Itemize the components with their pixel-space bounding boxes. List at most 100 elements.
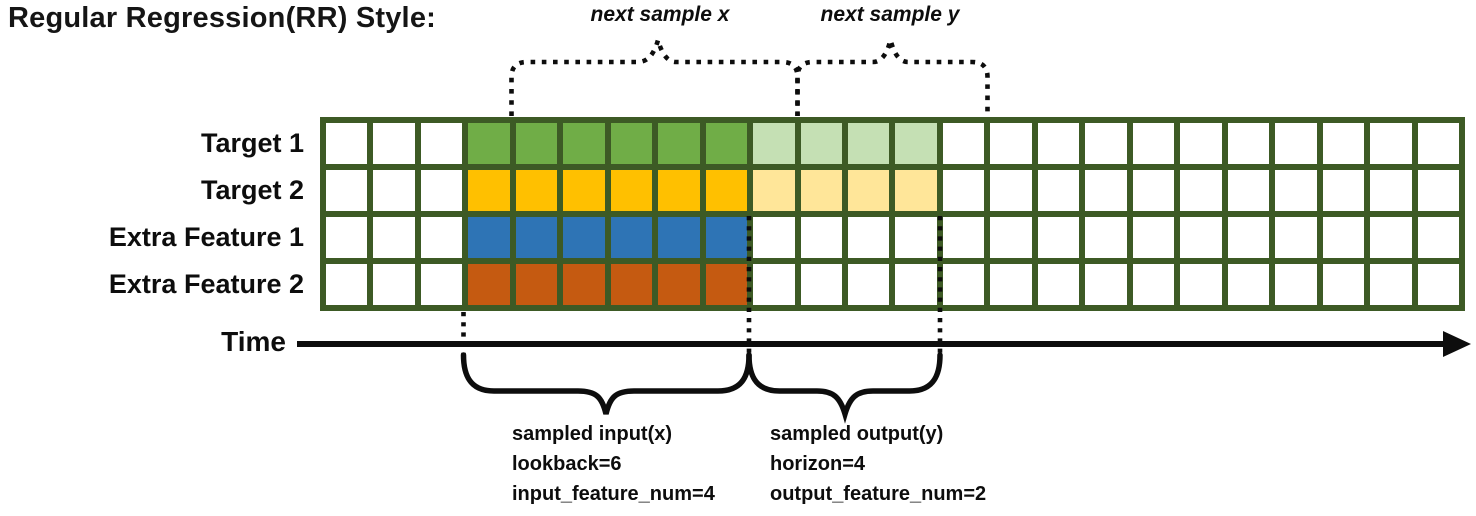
grid-cell xyxy=(515,123,558,164)
grid-cell xyxy=(848,123,890,164)
grid-cell xyxy=(468,123,510,164)
grid-cell xyxy=(468,264,510,305)
grid-cell xyxy=(326,170,368,211)
grid-cell xyxy=(990,217,1032,258)
grid-cell xyxy=(895,217,937,258)
grid-cell xyxy=(1180,217,1222,258)
horizon-value: horizon=4 xyxy=(770,453,866,475)
grid-cell xyxy=(800,170,843,211)
time-axis-label: Time xyxy=(221,326,286,357)
grid-cell xyxy=(1322,264,1365,305)
grid-cell xyxy=(705,217,748,258)
grid-cell xyxy=(326,123,368,164)
row-label-extra-feature-2: Extra Feature 2 xyxy=(108,269,304,299)
grid-cell xyxy=(753,264,795,305)
time-arrow xyxy=(297,331,1471,357)
grid-cell xyxy=(610,264,653,305)
grid-cell xyxy=(563,170,605,211)
grid-cell xyxy=(705,264,748,305)
grid-cell xyxy=(848,217,890,258)
grid-cell xyxy=(1037,264,1080,305)
grid-cell xyxy=(1085,123,1127,164)
grid-cell xyxy=(848,170,890,211)
grid-cell xyxy=(610,123,653,164)
grid-cell xyxy=(610,170,653,211)
grid-cell xyxy=(895,264,937,305)
sample-grid xyxy=(320,117,1465,311)
grid-cell xyxy=(1132,170,1175,211)
grid-cell xyxy=(990,170,1032,211)
grid-cell xyxy=(1132,217,1175,258)
grid-cell xyxy=(753,123,795,164)
grid-cell xyxy=(1322,170,1365,211)
grid-cell xyxy=(420,123,463,164)
grid-cell xyxy=(895,170,937,211)
next-sample-x-label: next sample x xyxy=(590,3,730,26)
sampled-input-brace xyxy=(460,352,752,415)
grid-cell xyxy=(563,264,605,305)
grid-cell xyxy=(1275,217,1317,258)
grid-cell xyxy=(1227,123,1270,164)
grid-cell xyxy=(1417,217,1459,258)
grid-cell xyxy=(373,264,415,305)
grid-cell xyxy=(753,170,795,211)
grid-cell xyxy=(1370,264,1412,305)
grid-cell xyxy=(1085,264,1127,305)
lookback-value: lookback=6 xyxy=(512,453,622,475)
sampled-output-note: sampled output(y) horizon=4 output_featu… xyxy=(770,419,986,509)
sampled-output-brace xyxy=(746,352,943,424)
row-label-target-2: Target 2 xyxy=(200,175,304,205)
grid-cell xyxy=(326,264,368,305)
grid-cell xyxy=(468,170,510,211)
grid-cell xyxy=(1132,123,1175,164)
grid-cell xyxy=(1037,123,1080,164)
grid-cell xyxy=(800,217,843,258)
grid-cell xyxy=(1370,123,1412,164)
grid-cell xyxy=(1227,217,1270,258)
grid-cell xyxy=(373,123,415,164)
sampled-input-title: sampled input(x) xyxy=(512,423,673,445)
grid-cell xyxy=(895,123,937,164)
grid-cell xyxy=(1037,170,1080,211)
grid-cell xyxy=(1275,264,1317,305)
grid-cell xyxy=(753,217,795,258)
grid-cell xyxy=(942,217,985,258)
grid-cell xyxy=(942,123,985,164)
grid-cell xyxy=(1085,170,1127,211)
grid-cell xyxy=(658,123,700,164)
row-label-target-1: Target 1 xyxy=(200,128,304,158)
grid-cell xyxy=(1227,170,1270,211)
grid-cell xyxy=(563,123,605,164)
grid-cell xyxy=(1275,170,1317,211)
grid-cell xyxy=(1370,170,1412,211)
grid-cell xyxy=(1132,264,1175,305)
next-sample-y-label: next sample y xyxy=(820,3,960,26)
grid-cell xyxy=(1227,264,1270,305)
grid-cell xyxy=(420,170,463,211)
grid-cell xyxy=(610,217,653,258)
grid-cell xyxy=(468,217,510,258)
grid-cell xyxy=(1275,123,1317,164)
grid-cell xyxy=(1322,217,1365,258)
grid-cell xyxy=(800,264,843,305)
grid-cell xyxy=(515,170,558,211)
grid-cell xyxy=(373,217,415,258)
grid-cell xyxy=(1322,123,1365,164)
grid-cell xyxy=(563,217,605,258)
grid-cell xyxy=(373,170,415,211)
grid-cell xyxy=(1417,170,1459,211)
grid-cell xyxy=(800,123,843,164)
grid-cell xyxy=(990,264,1032,305)
grid-cell xyxy=(942,264,985,305)
grid-cell xyxy=(515,264,558,305)
grid-cell xyxy=(1085,217,1127,258)
grid-cell xyxy=(326,217,368,258)
grid-cell xyxy=(1037,217,1080,258)
output-feature-num-value: output_feature_num=2 xyxy=(770,483,987,505)
grid-cell xyxy=(515,217,558,258)
grid-cell xyxy=(1417,264,1459,305)
grid-cell xyxy=(990,123,1032,164)
row-label-extra-feature-1: Extra Feature 1 xyxy=(108,222,304,252)
grid-cell xyxy=(942,170,985,211)
grid-cell xyxy=(420,217,463,258)
